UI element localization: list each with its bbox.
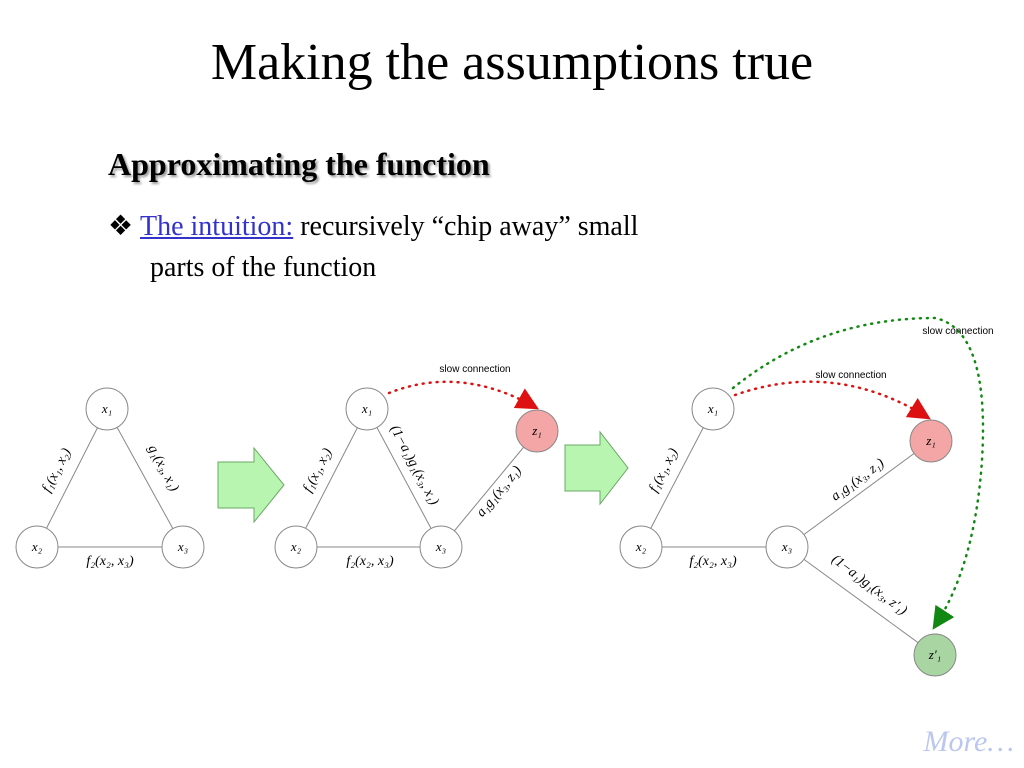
- diamond-bullet-icon: ❖: [108, 211, 134, 242]
- right-arrow-icon: [564, 430, 629, 506]
- node-x1-label: x₁: [361, 401, 372, 416]
- node-x1: x₁: [85, 387, 129, 431]
- intuition-link[interactable]: The intuition:: [140, 211, 294, 242]
- graph-2: slow connection x₁ x₂ x₃ z₁ f₁(x₁, x₂) (…: [274, 364, 559, 569]
- node-x3-label: x₃: [177, 539, 188, 554]
- label-f2: f₂(x₂, x₃): [689, 554, 737, 569]
- right-arrow-icon: [217, 446, 285, 524]
- slow-connection-arrow: [387, 380, 539, 410]
- label-f2: f₂(x₂, x₃): [346, 554, 394, 569]
- node-x3-label: x₃: [781, 539, 792, 554]
- label-one-minus-a-g1-zp: (1−a₁)g₁(x₃, z′₁): [829, 552, 910, 619]
- edge-one-minus-a-g1: [366, 408, 442, 548]
- slow-connection-arrow-red: [733, 380, 931, 420]
- node-x1: x₁: [691, 387, 735, 431]
- label-f1: f₁(x₁, x₂): [39, 446, 74, 495]
- label-a-g1: a₁g₁(x₃, z₁): [474, 463, 525, 520]
- node-z1: z₁: [515, 409, 559, 453]
- node-x3-label: x₃: [435, 539, 446, 554]
- edge-a-g1: [786, 440, 932, 548]
- node-x2: x₂: [619, 525, 663, 569]
- slide-subtitle: Approximating the function: [108, 146, 490, 182]
- label-f1: f₁(x₁, x₂): [300, 446, 335, 495]
- edge-f1: [640, 408, 714, 548]
- slide-title: Making the assumptions true: [210, 34, 814, 91]
- node-x1-label: x₁: [707, 401, 718, 416]
- node-z1-prime-label: z′₁: [928, 647, 941, 662]
- label-f2: f₂(x₂, x₃): [86, 554, 134, 569]
- graph-3: slow connection slow connection x₁ x₂ x₃…: [619, 316, 994, 677]
- node-x3: x₃: [765, 525, 809, 569]
- slow-connection-label: slow connection: [439, 364, 510, 375]
- bullet-point: ❖The intuition: recursively “chip away” …: [108, 206, 638, 288]
- node-z1-label: z₁: [531, 423, 542, 438]
- node-x1-label: x₁: [101, 401, 112, 416]
- node-x2: x₂: [274, 525, 318, 569]
- label-one-minus-a-g1: (1−a₁)g₁(x₃, x₁): [387, 423, 442, 508]
- node-x2-label: x₂: [31, 539, 43, 554]
- more-link[interactable]: More…: [923, 725, 1014, 758]
- node-x2: x₂: [15, 525, 59, 569]
- node-z1-prime: z′₁: [913, 633, 957, 677]
- slow-connection-label: slow connection: [815, 370, 886, 381]
- node-x1: x₁: [345, 387, 389, 431]
- bullet-text-line2: parts of the function: [150, 252, 377, 283]
- graph-1: x₁ x₂ x₃ f₁(x₁, x₂) g₁(x₃, x₁) f₂(x₂, x₃…: [15, 387, 205, 569]
- bullet-text-line1: recursively “chip away” small: [293, 211, 639, 242]
- slow-connection-arrow-green: [731, 316, 985, 630]
- slow-connection-label-top: slow connection: [922, 326, 993, 337]
- node-x2-label: x₂: [635, 539, 647, 554]
- edge-one-minus-a-g1-zp: [786, 546, 936, 656]
- edge-f1: [295, 408, 368, 548]
- node-x2-label: x₂: [290, 539, 302, 554]
- node-x3: x₃: [419, 525, 463, 569]
- node-x3: x₃: [161, 525, 205, 569]
- edge-f1: [36, 408, 108, 548]
- edge-a-g1: [440, 430, 538, 548]
- edge-g1: [106, 408, 184, 548]
- node-z1-label: z₁: [925, 433, 936, 448]
- node-z1: z₁: [909, 419, 953, 463]
- label-f1: f₁(x₁, x₂): [646, 446, 681, 495]
